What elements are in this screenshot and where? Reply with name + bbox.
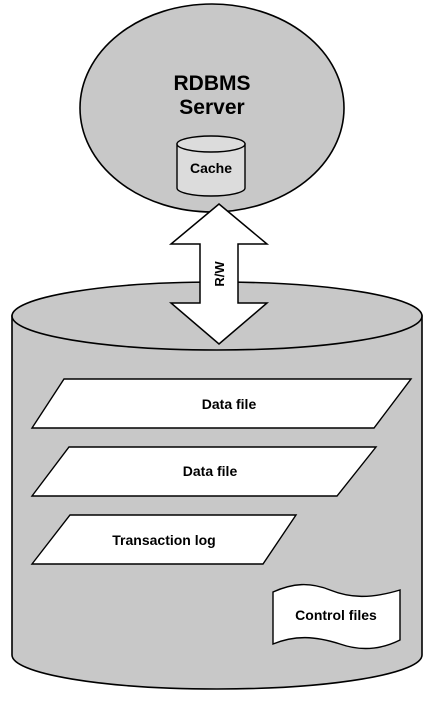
data-file-1-shape: [30, 378, 413, 429]
read-write-arrow: R/W: [168, 203, 270, 345]
read-write-label: R/W: [212, 261, 227, 287]
data-file-2-label: Data file: [183, 463, 238, 479]
cache-cylinder-body: [176, 143, 246, 197]
data-file-2-shape: [30, 446, 378, 497]
transaction-log-shape: [30, 514, 298, 565]
rdbms-server: RDBMS Server: [79, 3, 345, 213]
data-file-1-label: Data file: [202, 396, 257, 412]
server-title-line2: Server: [179, 96, 244, 119]
data-file-1: Data file: [30, 378, 413, 429]
control-files-document-icon: [272, 583, 401, 650]
cache-cylinder-top: [176, 135, 246, 153]
double-arrow-icon: [168, 203, 270, 345]
cache-label: Cache: [190, 160, 232, 176]
control-files-label: Control files: [295, 607, 377, 623]
control-files: Control files: [272, 583, 401, 650]
transaction-log: Transaction log: [30, 514, 298, 565]
transaction-log-label: Transaction log: [112, 532, 215, 548]
data-file-2: Data file: [30, 446, 378, 497]
cache-cylinder: Cache: [176, 135, 246, 197]
server-title-line1: RDBMS: [174, 72, 251, 95]
